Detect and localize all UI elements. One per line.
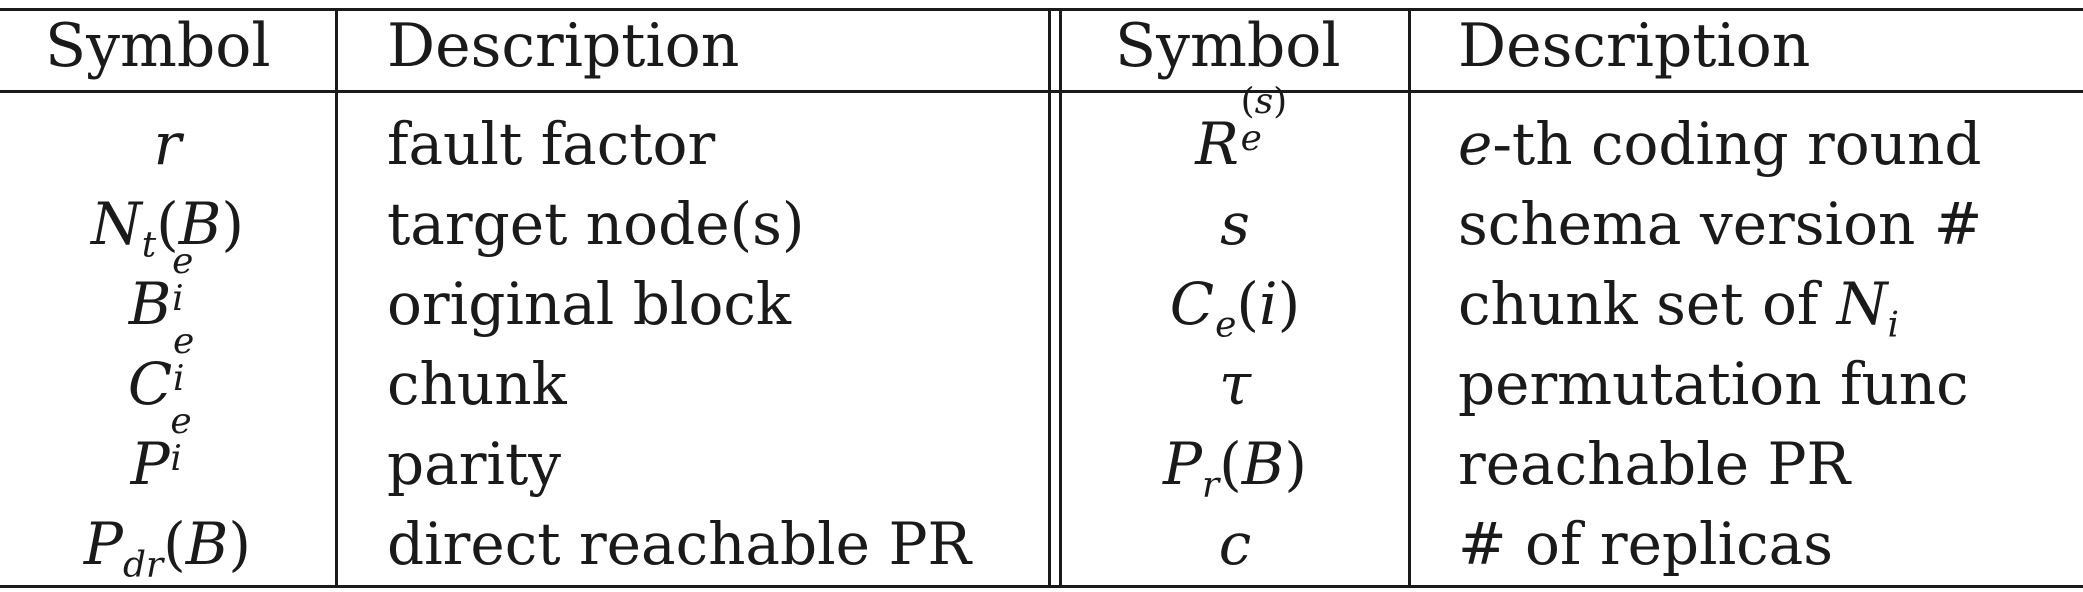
description-cell: permutation func bbox=[1458, 350, 1969, 418]
table-row: r fault factor R(s)e e-th coding round bbox=[0, 80, 2083, 184]
header-symbol-right: Symbol bbox=[1115, 11, 1341, 81]
header-rule bbox=[0, 90, 2083, 93]
header-symbol-left: Symbol bbox=[45, 11, 271, 81]
double-rule-left bbox=[1048, 8, 1051, 588]
left-column-divider bbox=[335, 8, 338, 588]
description-cell: fault factor bbox=[387, 110, 716, 178]
description-cell: original block bbox=[387, 270, 792, 338]
right-column-divider bbox=[1408, 8, 1411, 588]
description-cell: chunk set of Ni bbox=[1458, 270, 1900, 346]
symbol-target-node: Nt(B) bbox=[90, 190, 245, 266]
symbol-reachable-pr: Pr(B) bbox=[1162, 430, 1308, 506]
symbol-coding-round: R(s)e bbox=[1195, 80, 1288, 178]
symbol-s: s bbox=[1220, 190, 1250, 258]
symbol-direct-reachable-pr: Pdr(B) bbox=[83, 510, 252, 586]
symbol-r: r bbox=[153, 110, 182, 178]
description-cell: chunk bbox=[387, 350, 567, 418]
double-rule-right bbox=[1059, 8, 1062, 588]
description-cell: e-th coding round bbox=[1458, 110, 1982, 178]
description-cell: direct reachable PR bbox=[387, 510, 972, 578]
description-cell: schema version # bbox=[1458, 190, 1983, 258]
bottom-rule bbox=[0, 585, 2083, 588]
description-cell: target node(s) bbox=[387, 190, 805, 258]
symbol-chunk-set: Ce(i) bbox=[1169, 270, 1301, 346]
symbol-c: c bbox=[1218, 510, 1252, 578]
table-row: Pdr(B) direct reachable PR c # of replic… bbox=[0, 504, 2083, 584]
description-cell: reachable PR bbox=[1458, 430, 1851, 498]
header-description-left: Description bbox=[387, 11, 740, 81]
header-description-right: Description bbox=[1458, 11, 1811, 81]
top-rule bbox=[0, 8, 2083, 11]
symbol-tau: τ bbox=[1218, 350, 1252, 418]
description-cell: # of replicas bbox=[1458, 510, 1833, 578]
table-row: Nt(B) target node(s) s schema version # bbox=[0, 184, 2083, 264]
description-cell: parity bbox=[387, 430, 562, 498]
